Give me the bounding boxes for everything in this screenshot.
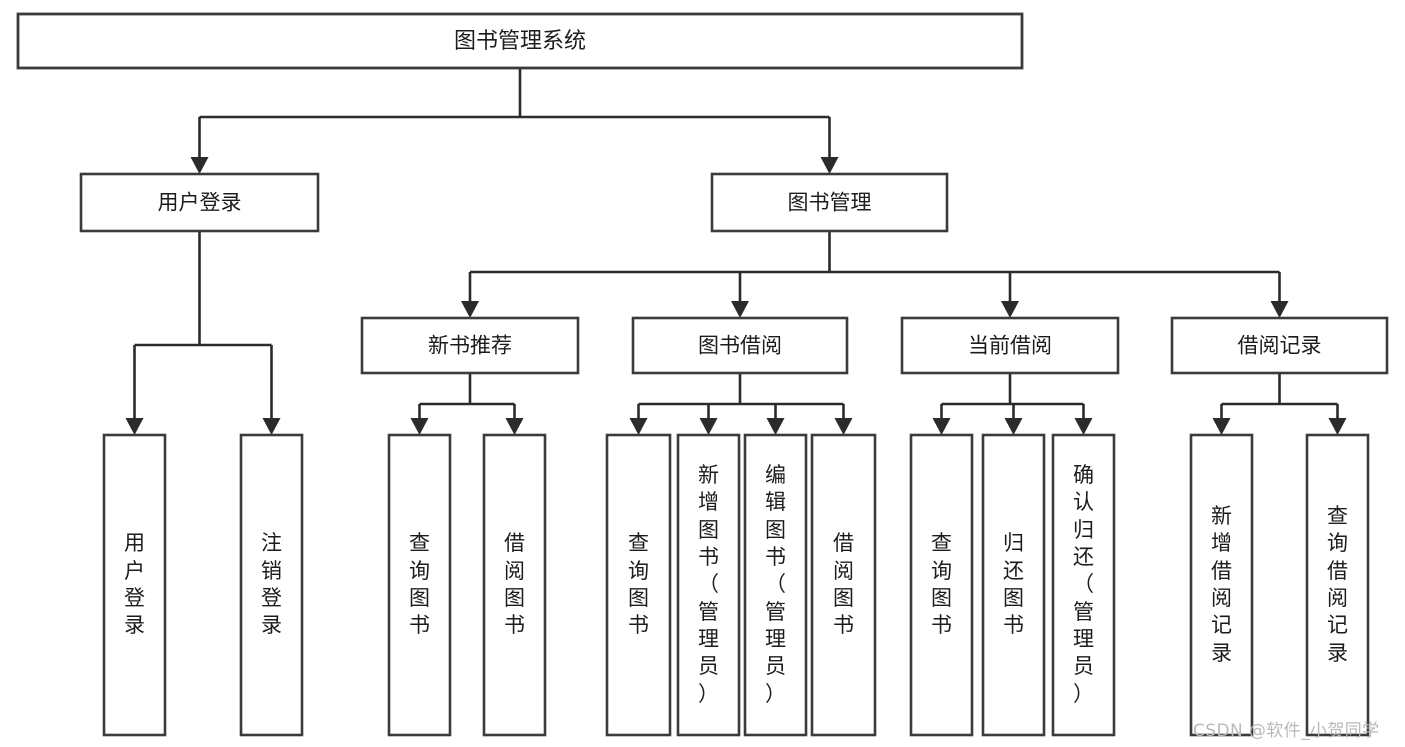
new-book-recommend-arrow-1 [505,418,524,435]
leaf-query-book-3[interactable] [909,433,974,737]
connector-layer [125,68,1347,435]
node-borrow-records-label: 借阅记录 [1238,334,1322,358]
node-current-borrow-label: 当前借阅 [968,334,1052,358]
root-arrow-1 [820,157,839,174]
node-book-management-label: 图书管理 [788,191,872,215]
book-mgmt-arrow-0 [461,301,479,318]
node-user-login-label: 用户登录 [158,191,242,215]
borrow-records-arrow-0 [1212,418,1231,435]
node-user-login[interactable] [79,172,320,233]
leaf-return-book[interactable] [981,433,1046,737]
node-box-layer [16,12,1389,737]
leaf-query-book-2[interactable] [605,433,672,737]
book-borrow-arrow-3 [834,418,853,435]
leaf-borrow-book-2[interactable] [810,433,877,737]
book-borrow-arrow-2 [766,418,785,435]
leaf-edit-book-admin[interactable] [743,433,808,737]
user-login-arrow-0 [125,418,144,435]
leaf-query-borrow-record[interactable] [1305,433,1370,737]
current-borrow-arrow-2 [1074,418,1093,435]
node-new-book-recommend[interactable] [360,316,580,375]
book-mgmt-arrow-3 [1270,301,1289,318]
node-book-borrow-label: 图书借阅 [698,334,782,358]
borrow-records-arrow-1 [1328,418,1347,435]
book-borrow-arrow-1 [699,418,718,435]
node-book-management[interactable] [710,172,949,233]
leaf-query-book-1[interactable] [387,433,452,737]
node-new-book-recommend-label: 新书推荐 [428,334,512,358]
new-book-recommend-arrow-0 [410,418,429,435]
node-borrow-records[interactable] [1170,316,1389,375]
node-root-label: 图书管理系统 [454,29,586,54]
node-book-borrow[interactable] [631,316,849,375]
node-root-book-management-system[interactable] [16,12,1024,70]
leaf-confirm-return-admin[interactable] [1051,433,1116,737]
leaf-borrow-book-1[interactable] [482,433,547,737]
current-borrow-arrow-1 [1004,418,1023,435]
root-arrow-0 [190,157,209,174]
user-login-arrow-1 [262,418,281,435]
book-mgmt-arrow-1 [731,301,749,318]
leaf-user-login-do[interactable] [102,433,167,737]
leaf-add-borrow-record[interactable] [1189,433,1254,737]
node-current-borrow[interactable] [900,316,1120,375]
leaf-user-logout[interactable] [239,433,304,737]
leaf-add-book-admin[interactable] [676,433,741,737]
current-borrow-arrow-0 [932,418,951,435]
book-mgmt-arrow-2 [1001,301,1019,318]
book-borrow-arrow-0 [629,418,648,435]
